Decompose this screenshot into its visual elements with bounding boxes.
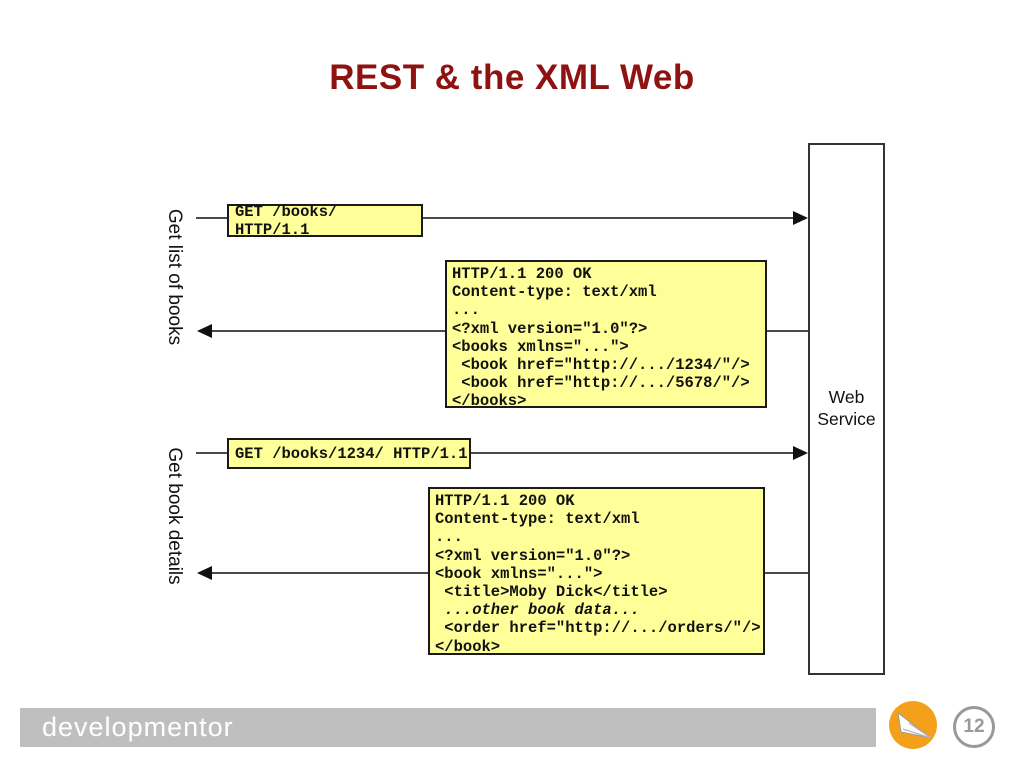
code-line: <order href="http://.../orders/"/>: [435, 619, 761, 638]
code-line: ...other book data...: [435, 601, 640, 620]
code-line: <book xmlns="...">: [435, 564, 603, 583]
request-note-2: GET /books/1234/ HTTP/1.1: [227, 438, 471, 469]
code-line: HTTP/1.1 200 OK: [452, 265, 592, 283]
code-line: <?xml version="1.0"?>: [452, 319, 648, 338]
footer-bar: developmentor: [20, 708, 876, 747]
code-line: <books xmlns="...">: [452, 337, 629, 356]
code-line: <book href="http://.../1234/"/>: [452, 356, 750, 375]
request-arrow-line-2: [196, 452, 794, 454]
code-line: HTTP/1.1 200 OK: [435, 492, 575, 510]
code-line: </books>: [452, 392, 527, 411]
code-line: </book>: [435, 637, 501, 656]
request-text: GET /books/ HTTP/1.1: [235, 202, 338, 239]
arrowhead-left-icon: [197, 566, 212, 580]
flow-label-get-list-of-books: Get list of books: [164, 208, 185, 346]
code-line: <title>Moby Dick</title>: [435, 583, 668, 602]
request-arrow-line-1: [196, 217, 794, 219]
arrowhead-right-icon: [793, 211, 808, 225]
code-line: ...: [452, 301, 480, 320]
page-number: 12: [963, 716, 985, 737]
brand-logo-text: developmentor: [42, 712, 234, 742]
code-line: Content-type: text/xml: [452, 283, 657, 302]
logo-badge: [889, 701, 937, 749]
arrowhead-right-icon: [793, 446, 808, 460]
web-service-label: Web Service: [817, 387, 876, 429]
arrowhead-left-icon: [197, 324, 212, 338]
code-line: <book href="http://.../5678/"/>: [452, 374, 750, 393]
code-line: <?xml version="1.0"?>: [435, 546, 631, 565]
code-line: ...: [435, 528, 463, 547]
paper-airplane-icon: [897, 712, 932, 739]
page-number-badge: 12: [953, 706, 995, 748]
flow-label-get-book-details: Get book details: [164, 447, 185, 585]
slide-title: REST & the XML Web: [329, 58, 695, 97]
code-line: Content-type: text/xml: [435, 510, 640, 529]
request-text: GET /books/1234/ HTTP/1.1: [235, 444, 468, 463]
web-service-box: Web Service: [808, 143, 885, 675]
request-note-1: GET /books/ HTTP/1.1: [227, 202, 423, 239]
